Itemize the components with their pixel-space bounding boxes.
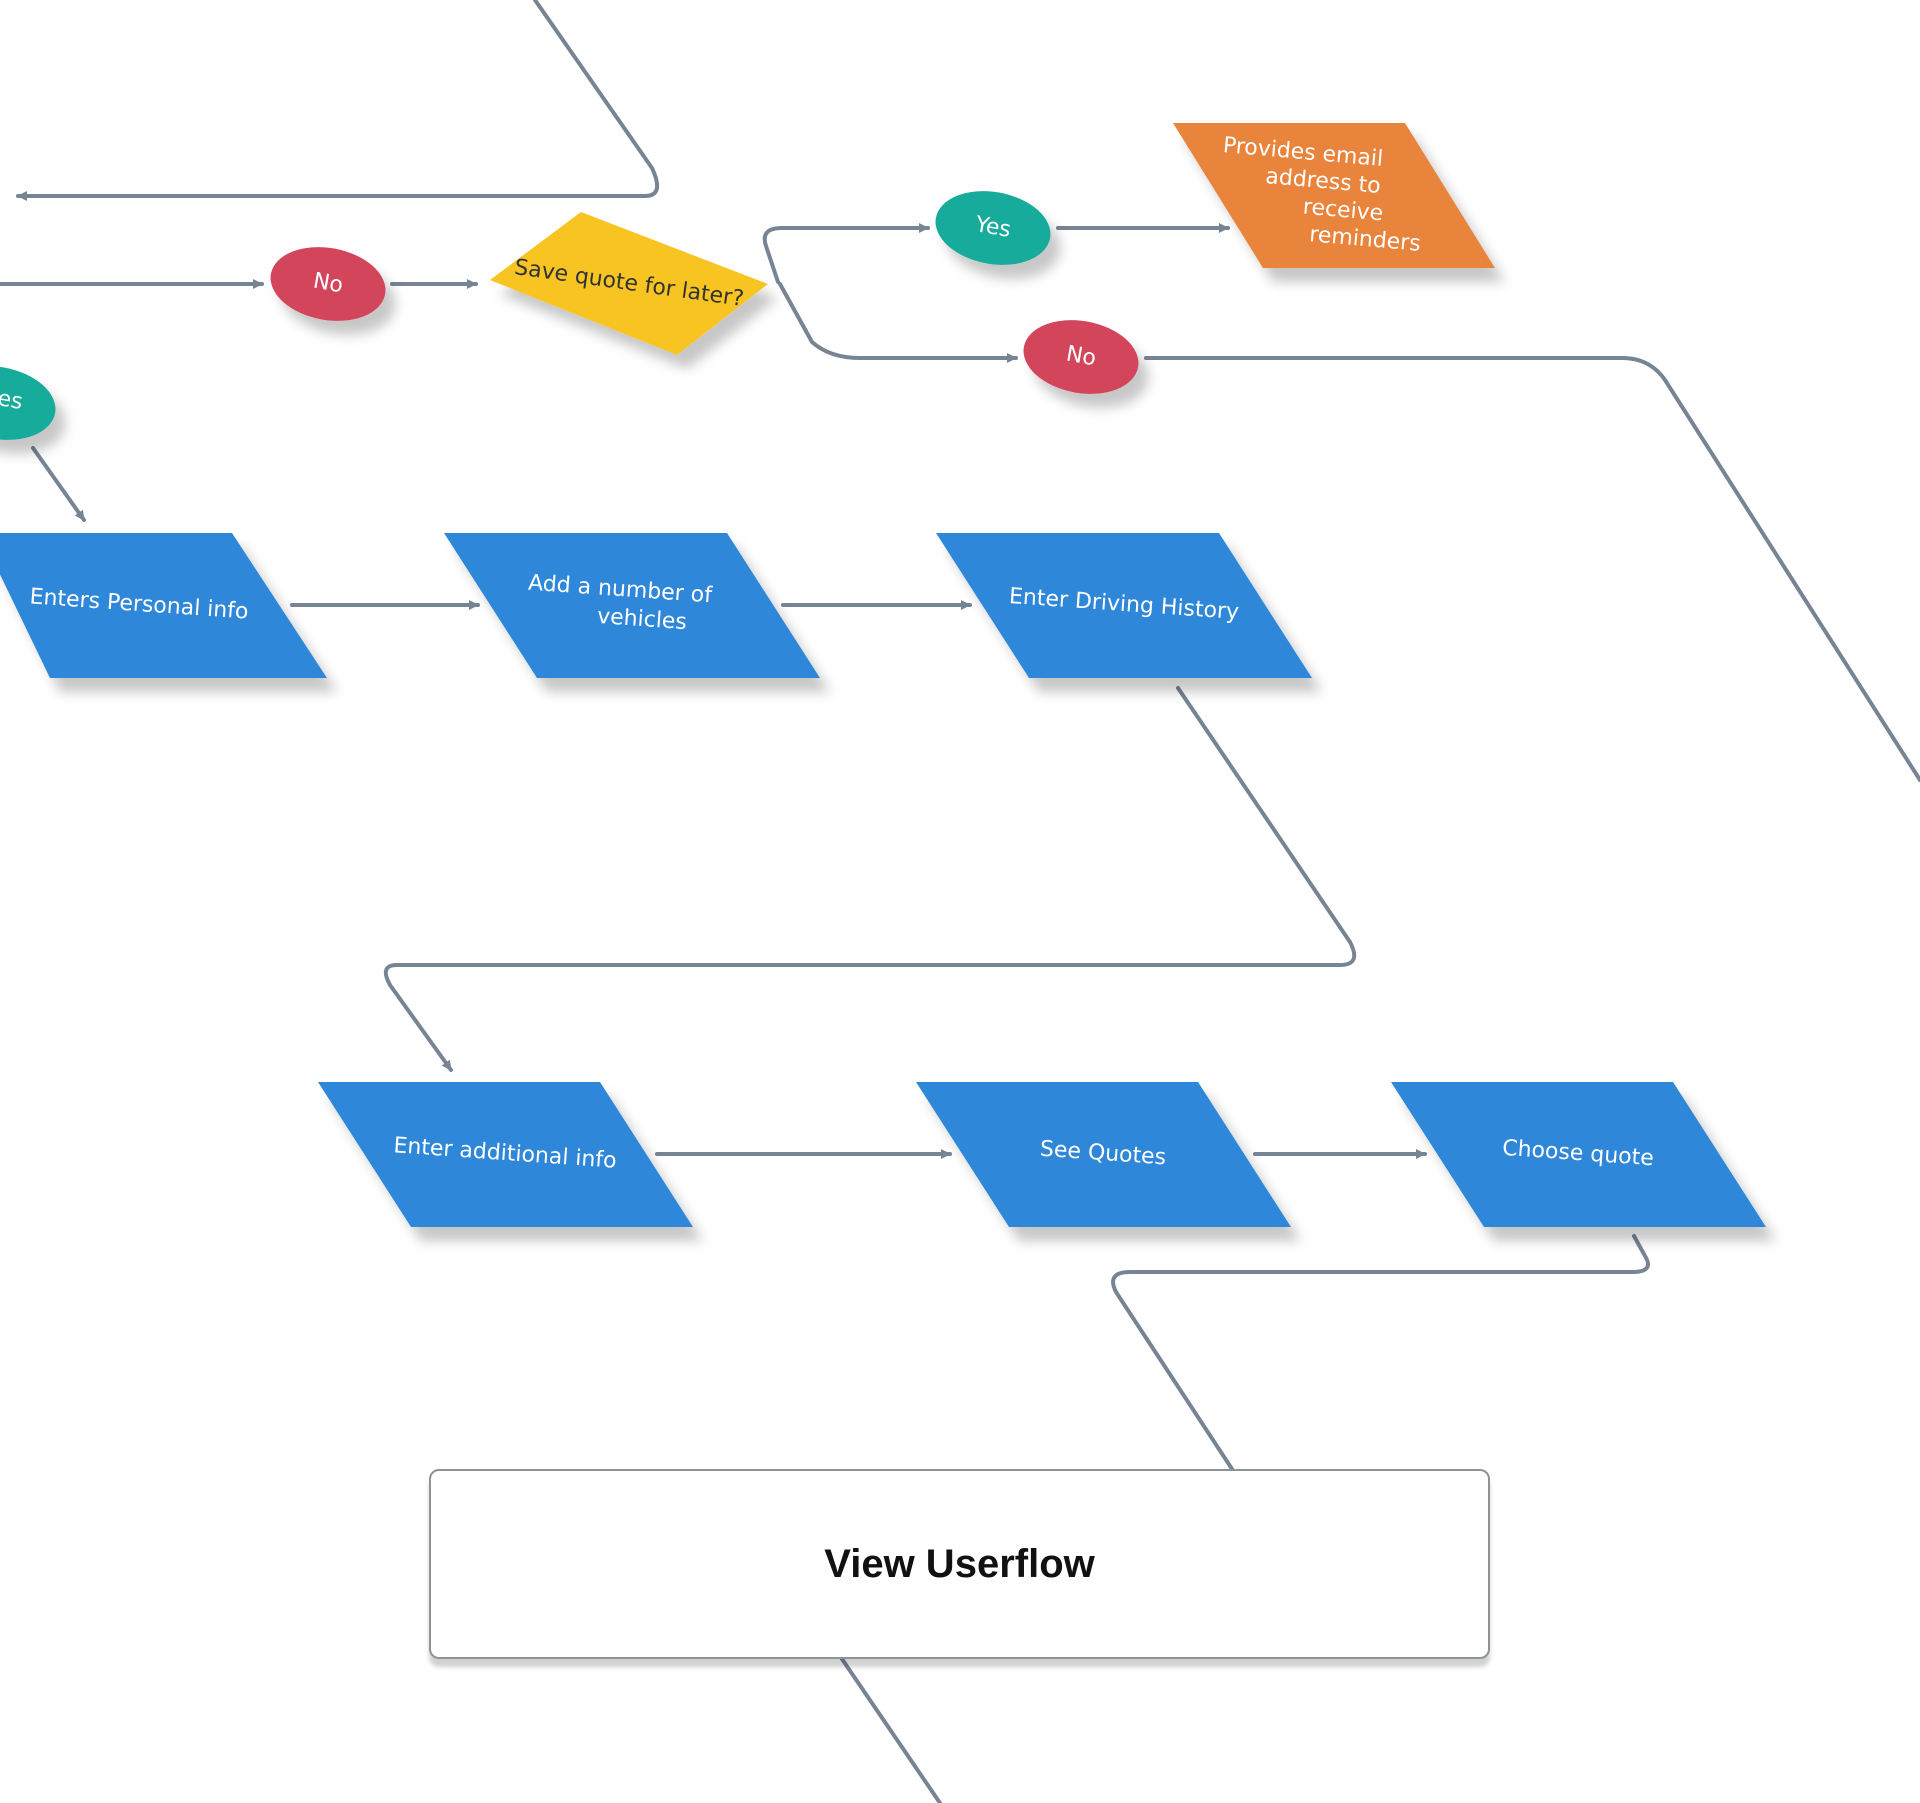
badge-yes-partial-label: es	[0, 386, 25, 415]
connector-view-to-bottom	[840, 1657, 942, 1803]
node-see-quotes[interactable]: See Quotes	[916, 1082, 1291, 1227]
node-email-reminder[interactable]: Provides email address to receive remind…	[1173, 123, 1495, 268]
badge-no-save[interactable]: No	[1018, 311, 1145, 402]
badge-no-first-label: No	[311, 269, 345, 299]
view-userflow-label: View Userflow	[824, 1541, 1095, 1586]
connector-decision-to-yes	[762, 223, 930, 284]
connector-yes-to-personal	[31, 446, 86, 522]
connector-top-return	[16, 0, 660, 201]
connector-driving-to-additional	[383, 686, 1357, 1072]
badge-yes-save-label: Yes	[972, 212, 1012, 243]
decision-save-quote[interactable]: Save quote for later?	[490, 212, 768, 355]
badge-yes-partial[interactable]: es	[0, 357, 61, 448]
connector-decision-to-no	[778, 282, 1018, 363]
node-enter-driving-history[interactable]: Enter Driving History	[936, 533, 1312, 678]
connector-choose-to-view	[1111, 1234, 1650, 1471]
node-choose-quote[interactable]: Choose quote	[1391, 1082, 1766, 1227]
connector-no-to-right	[1144, 356, 1920, 782]
node-enters-personal-info[interactable]: Enters Personal info	[0, 533, 327, 678]
badge-yes-save[interactable]: Yes	[930, 182, 1057, 273]
badge-no-save-label: No	[1064, 342, 1098, 372]
view-userflow-button[interactable]: View Userflow	[429, 1469, 1490, 1659]
node-enter-additional-info[interactable]: Enter additional info	[318, 1082, 693, 1227]
node-add-vehicles[interactable]: Add a number of vehicles	[444, 533, 820, 678]
badge-no-first[interactable]: No	[265, 238, 392, 329]
